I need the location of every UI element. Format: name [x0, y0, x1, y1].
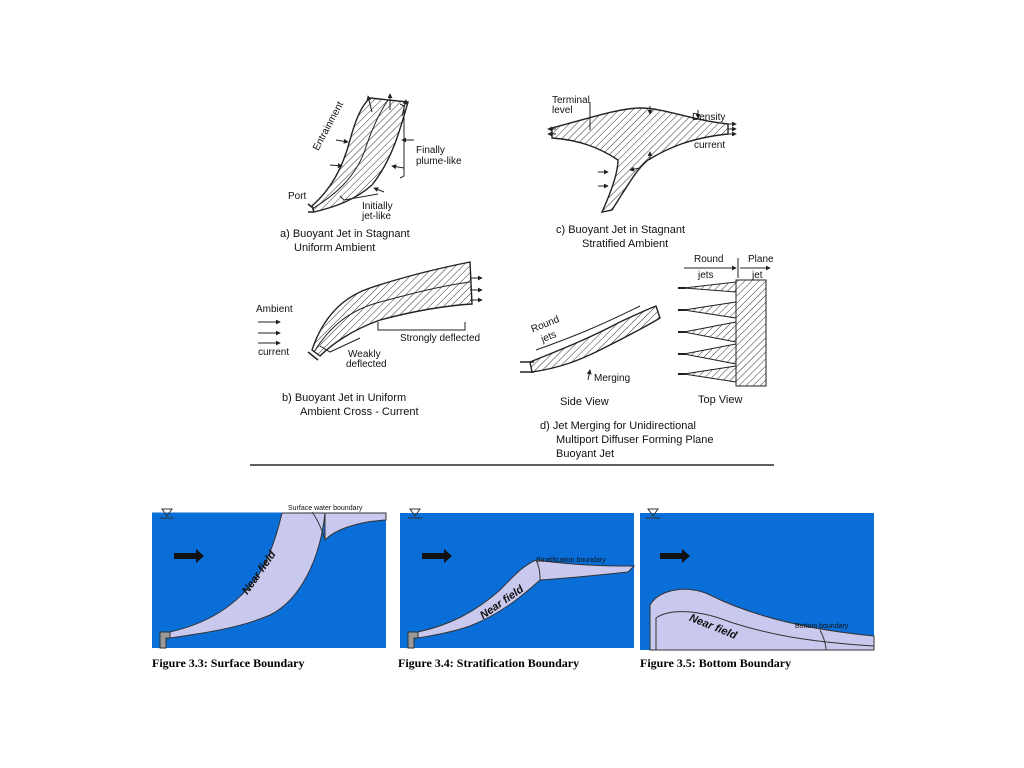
figure-3-4-drawing — [400, 508, 636, 649]
label-terminal-2: level — [552, 105, 573, 116]
caption-b-1: b) Buoyant Jet in Uniform — [282, 392, 407, 404]
sketch-a-jet — [307, 93, 414, 213]
label-initially-2: jet-like — [362, 211, 391, 222]
label-weakly-2: deflected — [346, 359, 387, 370]
label-density: Density — [692, 112, 726, 123]
label-round-top-2: jets — [698, 270, 714, 281]
label-finally-2: plume-like — [416, 156, 462, 167]
label-port: Port — [288, 191, 307, 202]
label-c-current: current — [694, 140, 726, 151]
bottom-boundary-label: Bottom boundary — [795, 623, 849, 630]
figure-3-5-drawing — [640, 508, 875, 651]
figure-3-3-drawing — [152, 508, 387, 649]
label-weakly-1: Weakly — [348, 349, 381, 360]
surface-boundary-label: Surface water boundary — [288, 505, 363, 512]
sketch-c-jet — [547, 102, 737, 213]
label-finally-1: Finally — [416, 145, 445, 156]
caption-a-2: Uniform Ambient — [294, 242, 376, 254]
caption-d-3: Buoyant Jet — [556, 448, 615, 460]
stratification-boundary-label: Stratification boundary — [536, 557, 606, 564]
caption-d-1: d) Jet Merging for Unidirectional — [540, 420, 696, 432]
figure-3-5-caption: Figure 3.5: Bottom Boundary — [640, 656, 792, 670]
caption-c-2: Stratified Ambient — [582, 238, 669, 250]
label-ambient: Ambient — [256, 304, 293, 315]
sketch-b-jet — [258, 261, 483, 361]
caption-a-1: a) Buoyant Jet in Stagnant — [280, 228, 410, 240]
sketch-d-side — [520, 305, 661, 381]
figure-3-3-caption: Figure 3.3: Surface Boundary — [152, 656, 305, 670]
label-plane-2: jet — [752, 270, 763, 281]
label-terminal-1: Terminal — [552, 95, 590, 106]
label-b-current: current — [258, 347, 290, 358]
figure-3-4-caption: Figure 3.4: Stratification Boundary — [398, 656, 580, 670]
caption-d-2: Multiport Diffuser Forming Plane — [556, 434, 714, 446]
caption-c-1: c) Buoyant Jet in Stagnant — [556, 224, 686, 236]
label-merging: Merging — [594, 373, 631, 384]
label-plane-1: Plane — [748, 254, 774, 265]
sketch-d-top — [678, 258, 771, 387]
caption-b-2: Ambient Cross - Current — [300, 406, 419, 418]
label-strongly: Strongly deflected — [400, 333, 481, 344]
label-initially-1: Initially — [362, 201, 393, 212]
label-top-view: Top View — [698, 394, 743, 406]
label-round-top-1: Round — [694, 254, 724, 265]
label-side-view: Side View — [560, 396, 609, 408]
